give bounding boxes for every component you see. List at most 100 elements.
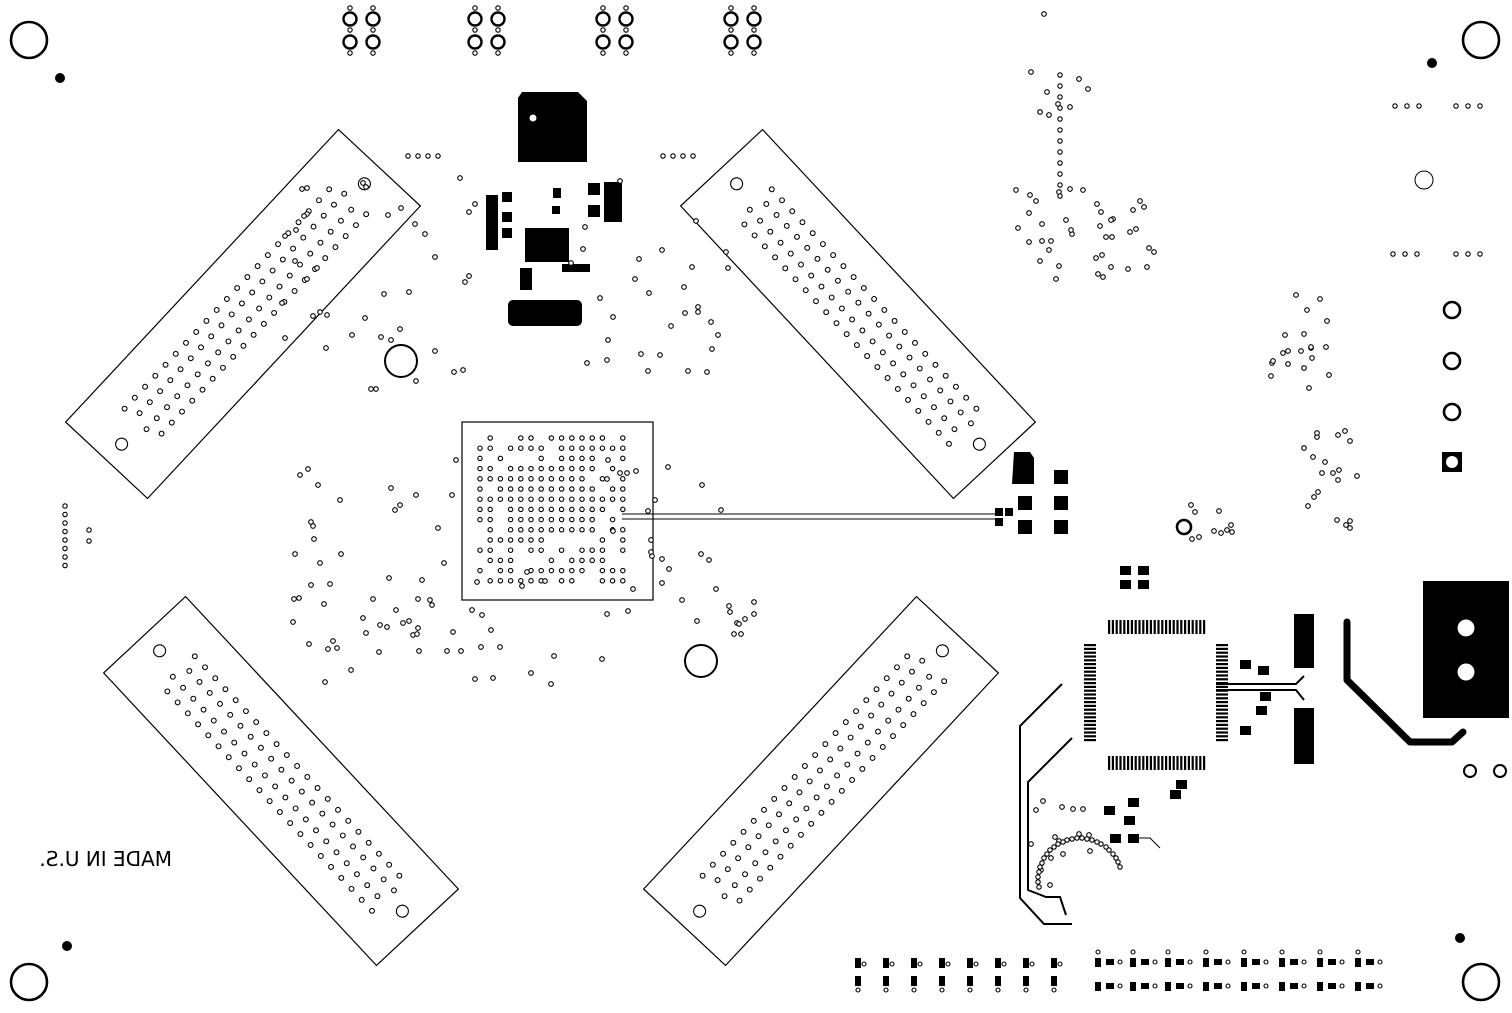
regulator-pad <box>518 92 587 162</box>
via <box>558 465 565 472</box>
via <box>1293 292 1299 298</box>
via <box>200 706 207 713</box>
via <box>347 27 353 33</box>
via <box>518 465 524 472</box>
via <box>519 583 525 589</box>
via <box>900 371 907 378</box>
header-pin <box>746 34 762 50</box>
via <box>487 527 493 533</box>
via <box>579 506 585 513</box>
via <box>1057 171 1063 177</box>
via <box>524 569 530 575</box>
via <box>1130 207 1136 213</box>
header-pin <box>595 11 611 27</box>
via <box>763 201 770 207</box>
via <box>558 476 565 482</box>
via <box>1047 847 1053 853</box>
via <box>477 506 483 513</box>
via <box>295 219 302 226</box>
via <box>319 810 326 817</box>
via <box>864 353 871 360</box>
via <box>365 839 372 846</box>
via <box>777 853 784 860</box>
via <box>1057 83 1063 89</box>
via <box>322 679 328 685</box>
via <box>1125 266 1131 272</box>
header-pin <box>365 11 381 27</box>
via <box>477 455 483 462</box>
via <box>830 252 837 259</box>
via <box>1044 851 1050 857</box>
via <box>742 616 748 622</box>
via <box>599 537 606 543</box>
via <box>765 822 772 829</box>
via <box>912 339 918 346</box>
via <box>620 527 626 533</box>
via <box>180 684 187 691</box>
via <box>905 695 912 702</box>
via <box>878 701 885 708</box>
via <box>750 817 757 824</box>
via <box>256 305 263 312</box>
via <box>609 486 616 492</box>
via <box>169 673 176 680</box>
via <box>995 987 1001 993</box>
via <box>299 186 305 192</box>
via <box>781 784 788 791</box>
via <box>681 284 687 290</box>
via <box>809 230 816 237</box>
via <box>668 323 674 329</box>
via <box>599 567 606 574</box>
connector-mount-hole <box>730 177 744 191</box>
via <box>1036 884 1042 890</box>
via <box>740 828 747 835</box>
via <box>210 717 217 724</box>
via <box>599 435 606 441</box>
via <box>162 361 169 368</box>
via <box>1037 258 1043 264</box>
via <box>973 405 980 412</box>
via <box>1033 198 1039 204</box>
via <box>609 516 616 523</box>
via <box>957 409 964 416</box>
via <box>806 778 813 785</box>
via <box>548 527 555 533</box>
via <box>316 197 322 204</box>
via <box>832 730 839 737</box>
via <box>646 290 652 296</box>
via <box>507 445 514 451</box>
via <box>157 388 164 395</box>
via <box>890 360 897 367</box>
via <box>568 260 574 266</box>
via <box>177 366 184 373</box>
via <box>551 653 557 659</box>
via <box>751 5 757 11</box>
via <box>579 527 585 533</box>
via <box>828 294 835 301</box>
via <box>920 393 927 400</box>
via <box>497 557 504 564</box>
header-pin <box>342 34 358 50</box>
via <box>579 476 585 482</box>
via <box>589 486 595 492</box>
via <box>487 547 493 553</box>
connector-mount-hole <box>935 644 949 658</box>
via <box>374 893 381 900</box>
header-pin <box>342 11 358 27</box>
made-in-us-text: MADE IN U.S. <box>39 847 172 871</box>
via <box>294 763 301 769</box>
via <box>1057 127 1063 133</box>
via <box>742 871 748 878</box>
via <box>624 470 630 476</box>
via <box>189 397 196 404</box>
via <box>844 761 851 768</box>
via <box>1354 473 1360 479</box>
via <box>610 528 616 534</box>
via <box>1055 841 1061 847</box>
via <box>1060 839 1066 845</box>
via <box>864 739 871 746</box>
via <box>488 627 494 633</box>
via <box>860 285 867 291</box>
via <box>620 486 626 492</box>
via <box>1377 983 1383 989</box>
